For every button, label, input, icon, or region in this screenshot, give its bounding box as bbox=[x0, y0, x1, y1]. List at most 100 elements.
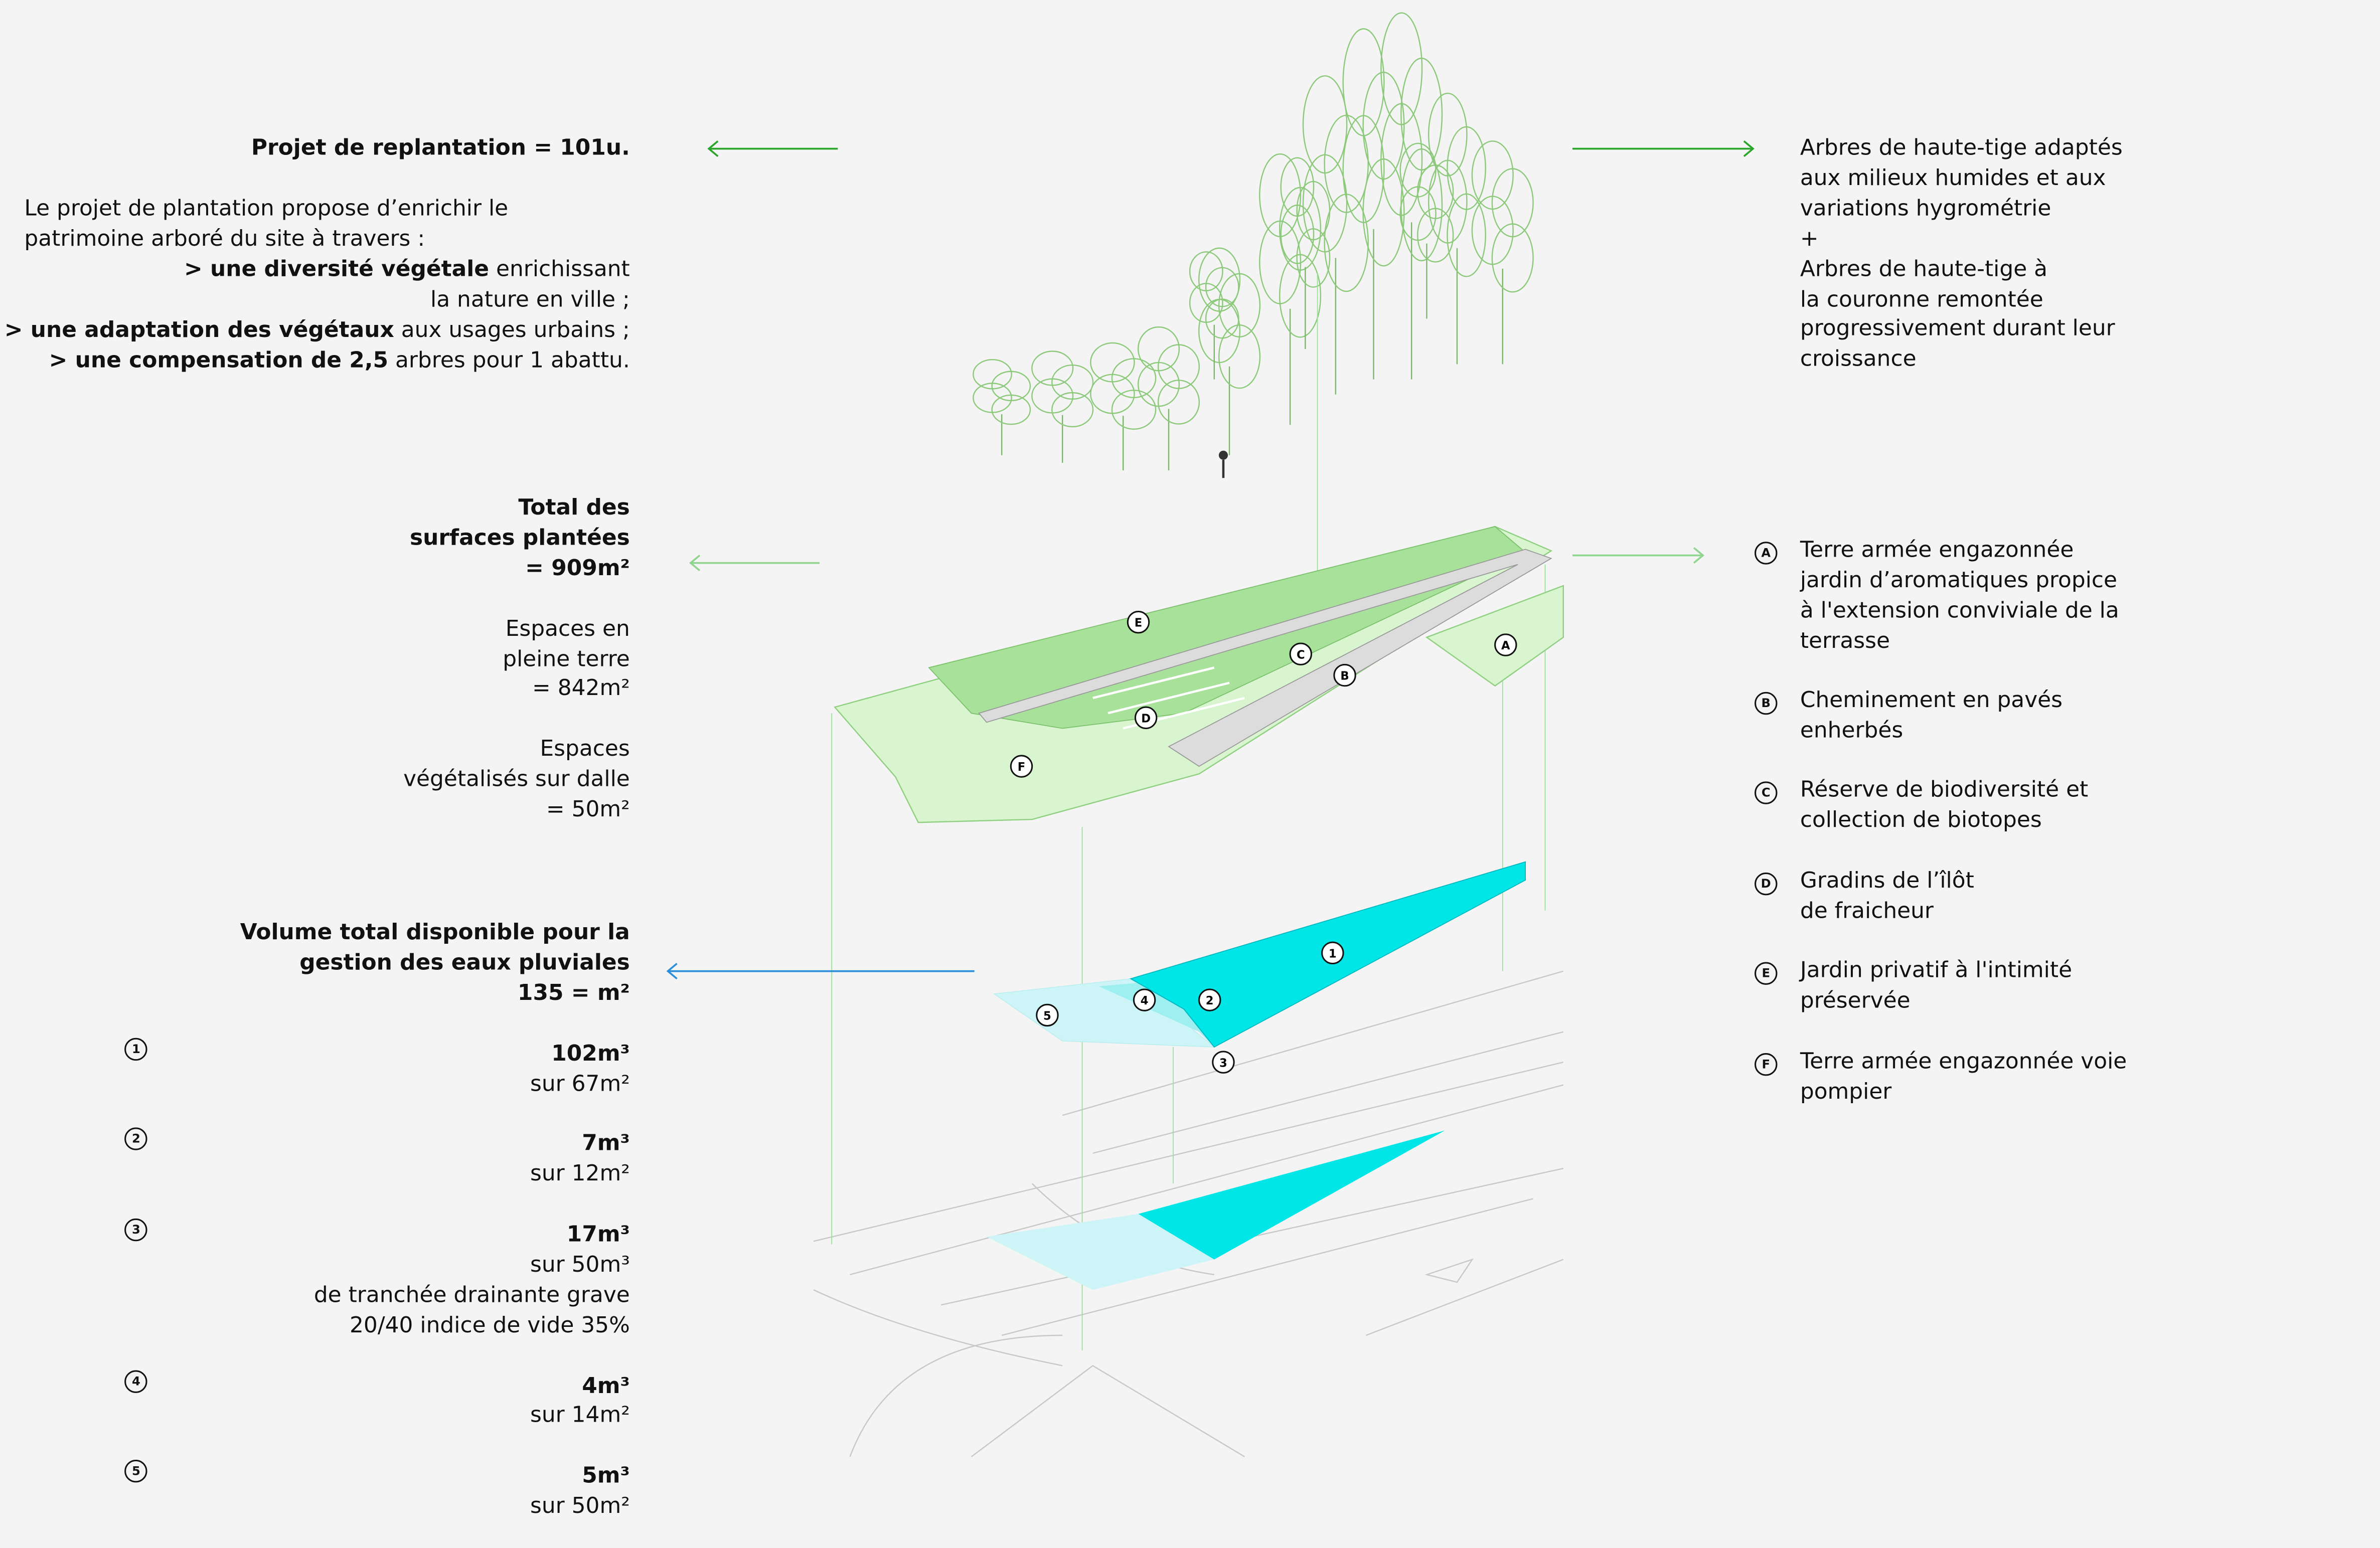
volume-item-4: 4 4m³ sur 14m² bbox=[124, 1369, 630, 1433]
tree-icon bbox=[1342, 28, 1405, 380]
legend-text: de fraicheur bbox=[1800, 900, 1934, 924]
marker-d: D bbox=[1134, 706, 1158, 729]
marker-a: A bbox=[1494, 633, 1517, 656]
marker-b: B bbox=[1333, 663, 1356, 687]
legend-text: préservée bbox=[1800, 989, 1911, 1014]
tree-icon bbox=[1427, 92, 1486, 365]
svg-text:2: 2 bbox=[1206, 994, 1214, 1007]
volume-key-badge: 3 bbox=[124, 1218, 148, 1242]
svg-text:A: A bbox=[1501, 639, 1510, 652]
volume-detail: sur 67m² bbox=[530, 1072, 630, 1097]
marker-4: 4 bbox=[1133, 988, 1156, 1011]
replantation-bullets: > une diversité végétale enrichissant la… bbox=[4, 258, 630, 373]
legend-text: enherbés bbox=[1800, 719, 1903, 744]
legend-key-badge: B bbox=[1755, 692, 1778, 715]
volume-key-badge: 1 bbox=[124, 1037, 148, 1060]
tree-icon bbox=[973, 359, 1031, 455]
volume-value: 5m³ bbox=[582, 1464, 630, 1489]
arrow-right-legend bbox=[1572, 547, 1705, 564]
marker-e: E bbox=[1127, 610, 1150, 634]
legend-key-badge: E bbox=[1755, 962, 1778, 985]
volume-block: Volume total disponible pour la gestion … bbox=[124, 920, 630, 1523]
arrow-left-volume bbox=[666, 963, 975, 980]
volume-item-5: 5 5m³ sur 50m² bbox=[124, 1460, 630, 1523]
paved-path-b bbox=[978, 549, 1552, 767]
tree-icon bbox=[1380, 12, 1443, 380]
tree-icon bbox=[1031, 351, 1094, 463]
arrow-left-surfaces bbox=[689, 555, 820, 572]
diagram-markers: A B C D E F 1 2 3 4 5 bbox=[1010, 610, 1517, 1074]
svg-text:4: 4 bbox=[1141, 994, 1149, 1007]
trees-note-line: aux milieux humides et aux bbox=[1800, 166, 2106, 191]
water-bottom bbox=[1138, 1130, 1445, 1260]
legend-text: Terre armée engazonnée voie bbox=[1800, 1050, 2127, 1075]
svg-text:D: D bbox=[1141, 712, 1151, 725]
tree-icon bbox=[1471, 140, 1534, 365]
tree-icon bbox=[1259, 153, 1322, 425]
legend-key-badge: C bbox=[1755, 781, 1778, 804]
legend-text: Réserve de biodiversité et bbox=[1800, 778, 2089, 803]
trees-note-line: croissance bbox=[1800, 348, 1917, 373]
tree-icon bbox=[1189, 251, 1239, 380]
legend-key-badge: F bbox=[1755, 1053, 1778, 1076]
svg-text:F: F bbox=[1018, 761, 1026, 774]
volume-detail: de tranchée drainante grave bbox=[313, 1283, 630, 1308]
tree-icon bbox=[1399, 142, 1454, 319]
volume-value: 4m³ bbox=[582, 1374, 630, 1399]
planted-surfaces-layer bbox=[834, 526, 1564, 823]
replantation-intro: Le projet de plantation propose d’enrich… bbox=[24, 197, 509, 252]
volume-key-badge: 2 bbox=[124, 1128, 148, 1151]
trees-note-line: Arbres de haute-tige adaptés bbox=[1800, 136, 2123, 161]
trees-note-line: variations hygrométrie bbox=[1800, 197, 2051, 222]
tree-icon bbox=[1198, 247, 1261, 455]
legend-key-badge: A bbox=[1755, 542, 1778, 565]
trees-note-line: + bbox=[1800, 227, 1819, 252]
volume-detail: sur 12m² bbox=[530, 1162, 630, 1187]
legend-text: Jardin privatif à l'intimité bbox=[1800, 959, 2073, 983]
legend-text: Terre armée engazonnée bbox=[1800, 539, 2074, 563]
legend-text: collection de biotopes bbox=[1800, 808, 2042, 833]
marker-2: 2 bbox=[1198, 988, 1221, 1011]
svg-text:B: B bbox=[1340, 670, 1349, 683]
replantation-block: Projet de replantation = 101u. bbox=[251, 135, 630, 165]
marker-5: 5 bbox=[1036, 1003, 1059, 1027]
volume-detail: sur 50m² bbox=[530, 1495, 630, 1519]
trees-note: Arbres de haute-tige adaptés aux milieux … bbox=[1800, 135, 2123, 377]
legend-text: Gradins de l’îlôt bbox=[1800, 869, 1974, 894]
legend-text: jardin d’aromatiques propice bbox=[1800, 569, 2118, 593]
arrow-right-trees bbox=[1572, 140, 1755, 157]
arrows bbox=[666, 140, 1755, 980]
marker-f: F bbox=[1010, 755, 1033, 778]
legend-key-badge: D bbox=[1755, 872, 1778, 896]
volume-item-1: 1 102m³ sur 67m² bbox=[124, 1037, 630, 1101]
arrow-left-replantation bbox=[707, 140, 838, 157]
volume-key-badge: 5 bbox=[124, 1460, 148, 1483]
lawn-a bbox=[1425, 585, 1564, 687]
trees-note-line: Arbres de haute-tige à bbox=[1800, 257, 2048, 282]
person-icon bbox=[1218, 450, 1228, 460]
volume-detail: sur 14m² bbox=[530, 1404, 630, 1429]
stormwater-layer bbox=[986, 861, 1526, 1290]
surfaces-block: Total des surfaces plantées = 909m² Espa… bbox=[403, 496, 630, 823]
trees-note-line: la couronne remontée bbox=[1800, 287, 2043, 312]
volume-detail: 20/40 indice de vide 35% bbox=[350, 1313, 630, 1338]
tree-icon bbox=[1137, 326, 1200, 471]
volume-detail: sur 50m³ bbox=[530, 1253, 630, 1278]
tree-icon bbox=[1090, 342, 1157, 471]
legend-text: à l'extension conviviale de la bbox=[1800, 599, 2119, 624]
svg-text:1: 1 bbox=[1329, 947, 1337, 960]
marker-c: C bbox=[1289, 642, 1312, 665]
volume-value: 17m³ bbox=[566, 1223, 630, 1248]
volume-value: 102m³ bbox=[551, 1042, 630, 1067]
legend-text: Cheminement en pavés bbox=[1800, 689, 2063, 714]
volume-key-badge: 4 bbox=[124, 1369, 148, 1393]
tree-icon bbox=[1280, 157, 1331, 349]
svg-text:E: E bbox=[1135, 617, 1143, 630]
marker-3: 3 bbox=[1212, 1051, 1235, 1074]
svg-text:5: 5 bbox=[1043, 1009, 1051, 1022]
svg-text:C: C bbox=[1297, 648, 1305, 661]
marker-1: 1 bbox=[1321, 941, 1344, 965]
